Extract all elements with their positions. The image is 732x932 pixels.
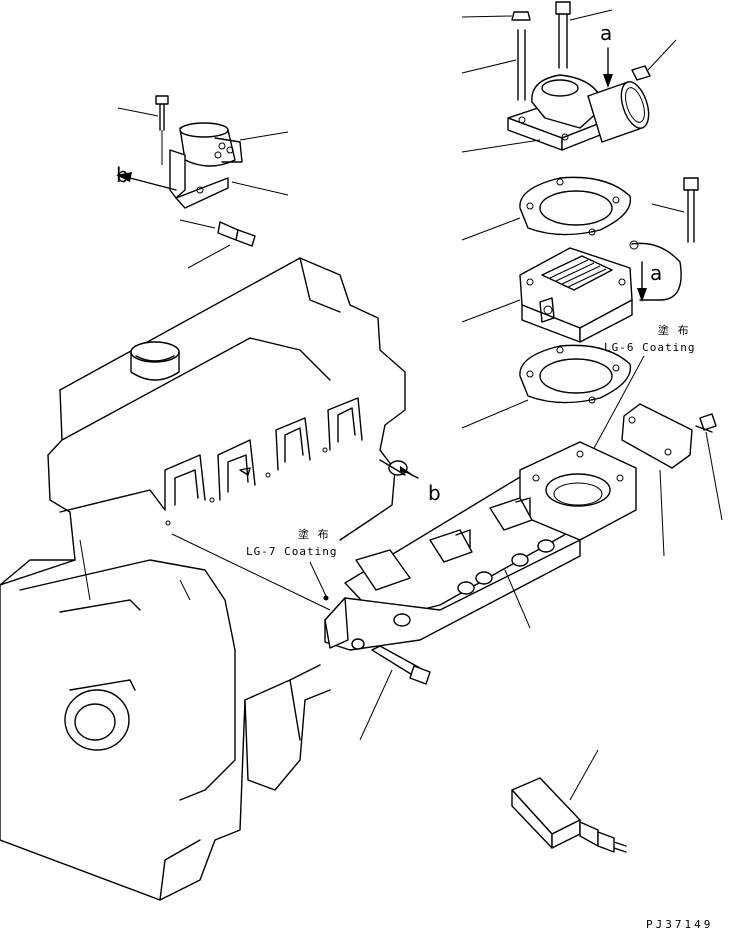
heater-relay-assembly: b (116, 95, 289, 269)
note-lg7-jp: 塗 布 (298, 527, 330, 541)
engine-block (0, 257, 406, 901)
cover-plate (621, 403, 723, 557)
mounting-bolt-right (651, 177, 699, 243)
note-lg6-en: LG-6 Coating (604, 341, 695, 354)
oil-filler-cap (130, 341, 180, 363)
intake-heater: a (461, 240, 682, 343)
note-lg7: 塗 布 LG-7 Coating (171, 527, 337, 611)
upper-gasket (461, 176, 632, 241)
lower-gasket (461, 344, 632, 429)
flywheel-housing-bore (64, 689, 130, 751)
marker-a-side: a (650, 261, 662, 285)
marker-b-left: b (116, 163, 129, 187)
figure-code: PJ37149 (646, 918, 713, 931)
temperature-sensor (511, 749, 627, 853)
nut (511, 11, 531, 21)
relay-bracket (175, 177, 229, 209)
manifold-bolt (359, 645, 431, 741)
intake-manifold (324, 441, 637, 651)
marker-a-top: a (600, 21, 612, 45)
note-lg6-jp: 塗 布 (658, 323, 690, 337)
water-outlet-housing: a (461, 1, 677, 153)
note-lg7-en: LG-7 Coating (246, 545, 337, 558)
marker-b-right: b (428, 481, 441, 505)
connection-b-right: b (379, 459, 441, 505)
